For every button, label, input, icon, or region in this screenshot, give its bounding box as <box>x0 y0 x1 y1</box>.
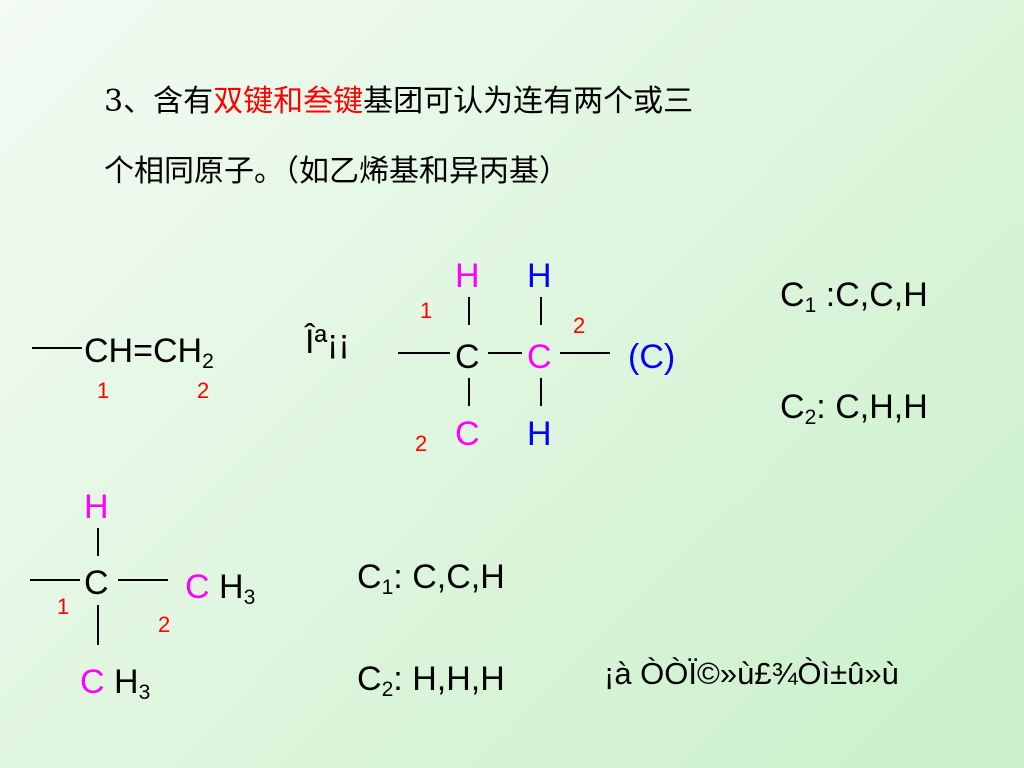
expanded-bond-top-right <box>540 297 542 325</box>
expanded-bond-bottom-right <box>540 378 542 406</box>
heading-line-1: 3、含有双键和叁键基团可认为连有两个或三 <box>104 87 693 117</box>
expanded-h-bottom: H <box>527 415 552 453</box>
vinyl-number-1: 1 <box>97 378 110 403</box>
lower-list-c2: C2: H,H,H <box>357 660 505 702</box>
heading-prefix: 3、含有 <box>104 84 214 119</box>
expanded-c-right: C <box>527 338 552 376</box>
expanded-number-2-right: 2 <box>573 313 586 338</box>
vinyl-ch: CH <box>84 332 134 370</box>
expanded-bond-bottom-left <box>468 378 470 406</box>
isopropyl-bond-left <box>30 579 80 581</box>
isopropyl-h-top: H <box>84 488 109 526</box>
arrow-text: Îª¡¡ <box>305 323 350 361</box>
isopropyl-bond-top <box>97 528 99 556</box>
top-list-c1: C1 :C,C,H <box>780 276 928 318</box>
isopropyl-ch3-bottom: C H3 <box>80 663 151 705</box>
isopropyl-number-1: 1 <box>57 594 70 619</box>
isopropyl-number-2: 2 <box>158 612 171 637</box>
expanded-bond-top-left <box>468 297 470 325</box>
heading-highlight: 双键和叁键 <box>213 84 364 119</box>
expanded-c-left: C <box>455 338 480 376</box>
top-list-c2: C2: C,H,H <box>780 388 928 430</box>
isopropyl-bond-right <box>118 579 168 581</box>
vinyl-formula: CH=CH2 <box>84 332 214 372</box>
expanded-paren-c: (C) <box>628 338 676 376</box>
expanded-h-top-right: H <box>527 257 552 295</box>
isopropyl-bond-bottom <box>97 605 99 645</box>
expanded-number-2-bottom: 2 <box>415 431 428 456</box>
expanded-c-bottom: C <box>455 415 480 453</box>
isopropyl-ch3-right: C H3 <box>185 568 256 610</box>
lower-list-c1: C1: C,C,H <box>357 558 505 600</box>
expanded-bond-right <box>560 352 610 354</box>
vinyl-number-2: 2 <box>197 378 210 403</box>
expanded-h-top-left: H <box>455 257 480 295</box>
isopropyl-c-center: C <box>84 564 109 602</box>
heading-suffix: 基团可认为连有两个或三 <box>363 84 694 119</box>
vinyl-c: C <box>152 332 178 370</box>
heading-line-2: 个相同原子。（如乙烯基和异丙基） <box>104 154 569 189</box>
footer-text: ¡à ÒÒÏ©»ù£¾Òì±û»ù <box>604 656 899 691</box>
vinyl-h: H <box>177 332 203 370</box>
expanded-bond-middle <box>488 352 522 354</box>
vinyl-double-bond: = <box>133 332 153 370</box>
vinyl-subscript: 2 <box>202 350 214 374</box>
expanded-number-1: 1 <box>420 298 433 323</box>
expanded-bond-left <box>398 352 450 354</box>
vinyl-bond-left <box>32 347 82 349</box>
